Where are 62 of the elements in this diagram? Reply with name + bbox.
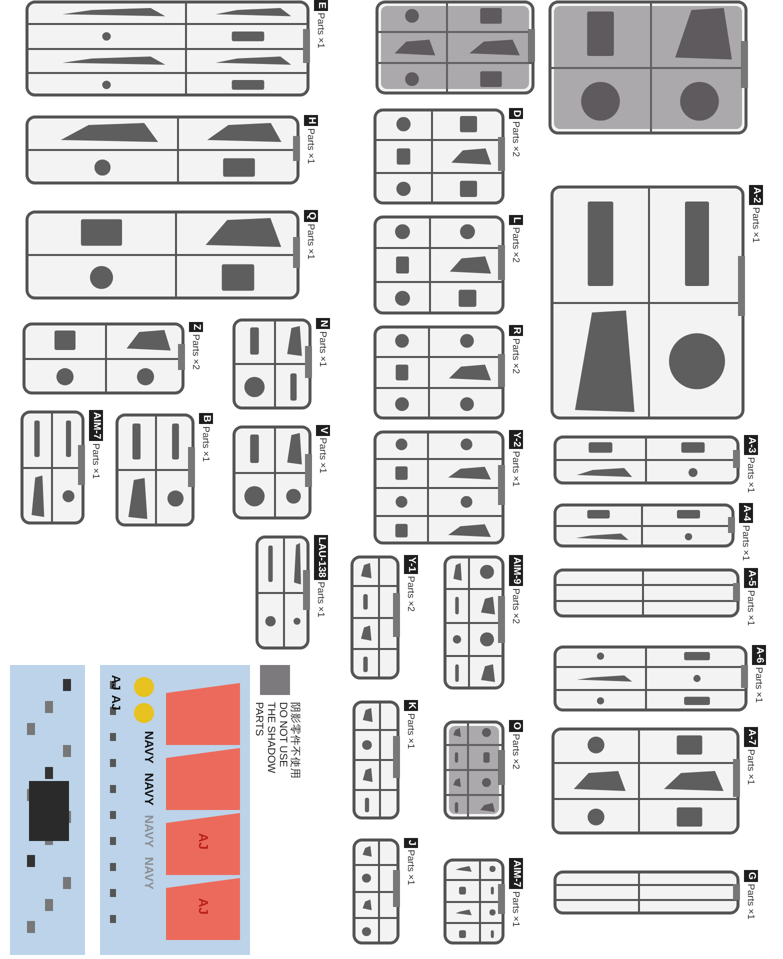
parts-count: Parts ×1 [746,590,756,626]
sprue-letter: AIM-7 [509,858,523,890]
sprue-letter: V [316,425,330,436]
parts-count: Parts ×1 [510,891,522,927]
sprue-letter: Q [304,210,318,222]
decal-text: NAVY [143,731,155,764]
decal-text: AJ [197,833,210,850]
sprue-letter: A-7 [744,727,758,748]
sprue-letter: LAU-138 [314,535,328,580]
sprue-letter: O [509,720,523,732]
decal-text: AJ [110,695,122,710]
sprue-letter: N [316,318,330,330]
parts-count: Parts ×1 [318,331,328,367]
sprue-letter: A-6 [752,645,766,666]
sprue-letter: B [199,413,213,424]
sprue-letter: AIM-7 [89,410,103,442]
parts-count: Parts ×2 [190,334,202,370]
parts-count: Parts ×1 [306,224,316,260]
sprue-letter: A-3 [744,435,758,456]
parts-count: Parts ×1 [316,582,326,618]
parts-count: Parts ×1 [740,525,752,561]
sprue-letter: A-4 [739,503,753,524]
parts-count: Parts ×2 [510,227,522,263]
parts-count: Parts ×1 [90,443,102,479]
sprue-letter: G [744,870,758,882]
sprue-letter: D [509,108,523,120]
sprue-letter: H [304,115,318,126]
parts-count: Parts ×2 [510,734,522,770]
decal-text: NAVY [143,773,155,806]
legend-text: 阴影零件不使用 DO NOT USE THE SHADOW PARTS [253,702,301,781]
sprue-letter: E [314,0,328,11]
decal-sheet [10,665,85,955]
parts-count: Parts ×1 [306,128,316,164]
sprue-letter: R [509,325,523,336]
sprue-letter: J [404,838,418,848]
sprue-letter: Z [189,322,203,332]
parts-count: Parts ×1 [746,884,756,920]
sprue-letter: Y-1 [404,555,418,574]
sprue-letter: A-2 [749,185,763,206]
sprue-letter: A-5 [744,568,758,588]
decal-text: NAVY [143,815,155,848]
decal-text: AJ [110,675,122,690]
sprue-letter: Y-2 [509,430,523,450]
decal-text: NAVY [143,857,155,890]
parts-count: Parts ×1 [406,850,416,886]
parts-count: Parts ×1 [200,426,212,462]
sprue-letter: K [404,700,418,712]
parts-count: Parts ×1 [406,713,416,749]
parts-count: Parts ×2 [510,338,522,374]
parts-count: Parts ×1 [754,667,764,703]
sprue-letter: L [509,215,523,226]
decal-text: AJ [197,898,210,915]
parts-count: Parts ×1 [316,12,326,48]
parts-count: Parts ×1 [746,749,756,785]
parts-count: Parts ×2 [406,576,416,612]
parts-count: Parts ×1 [510,451,522,487]
parts-count: Parts ×2 [510,588,522,624]
parts-count: Parts ×1 [746,457,756,493]
parts-count: Parts ×2 [510,121,522,157]
sprue-letter: AIM-9 [509,555,523,586]
parts-count: Parts ×1 [750,207,762,243]
parts-count: Parts ×1 [318,438,328,474]
